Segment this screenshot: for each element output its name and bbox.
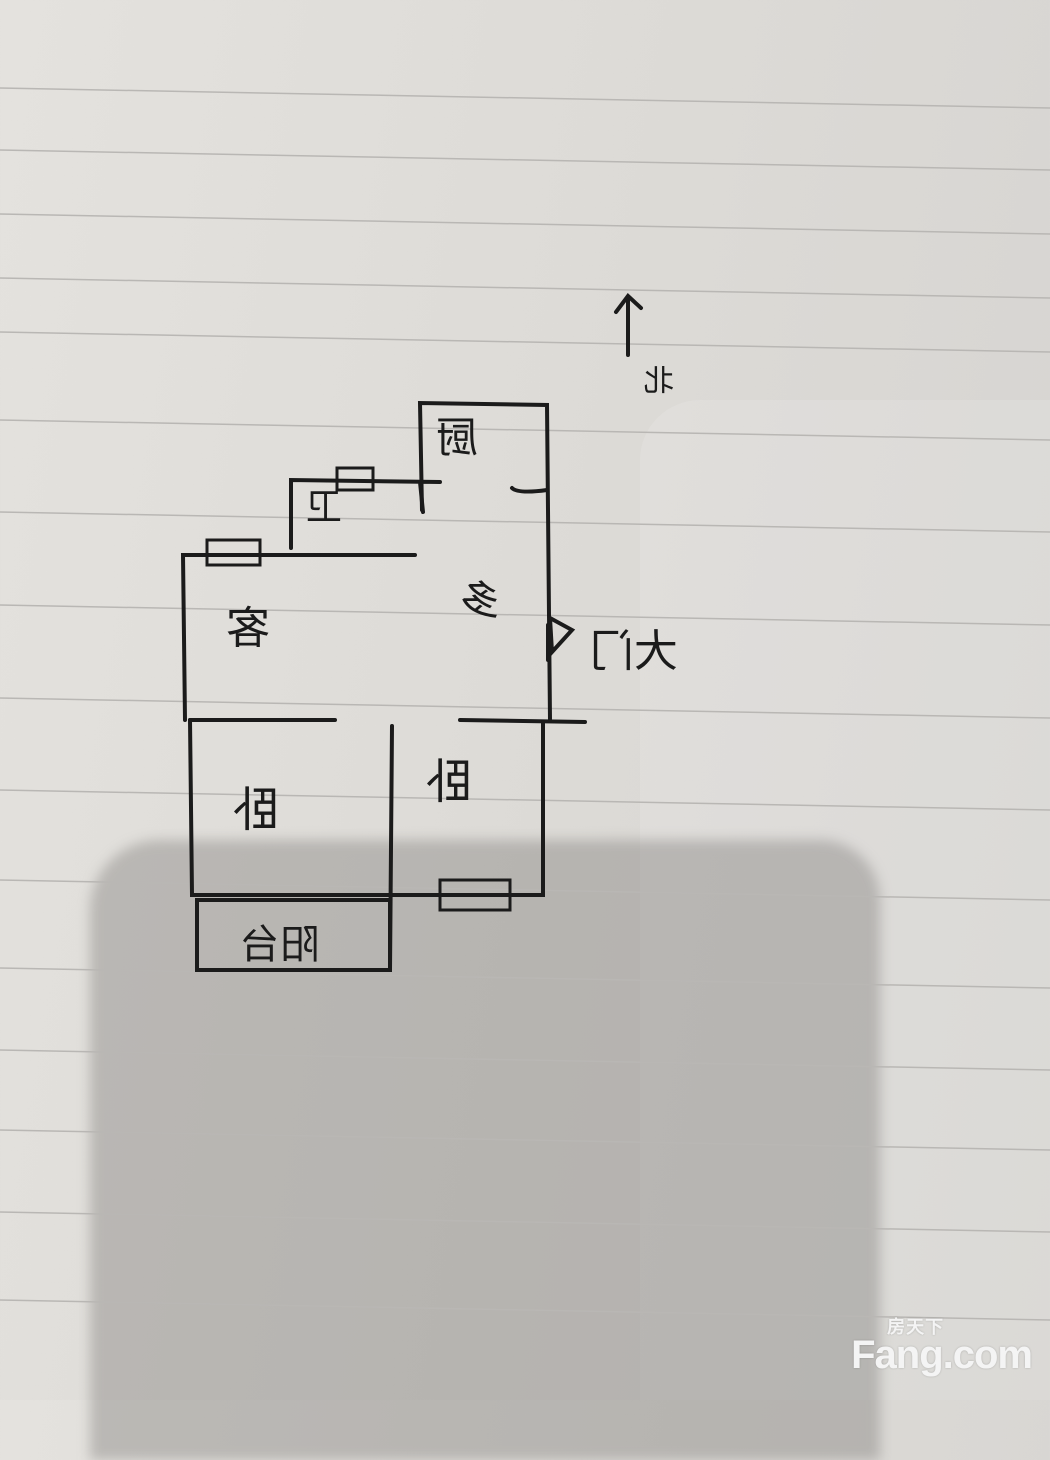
middle-wall [188, 718, 587, 724]
room-label-bedroom-right: 卧 [425, 754, 474, 810]
bathroom-window [335, 466, 375, 492]
watermark-cn: 房天下 [887, 1317, 945, 1337]
room-label-bathroom: 卫 [306, 487, 343, 528]
watermark-logo: 房天下 Fang.com [851, 1317, 1033, 1378]
living-window [205, 538, 262, 567]
room-label-dining: 多 [460, 578, 500, 624]
left-wall [188, 718, 545, 897]
light-patch [640, 400, 1050, 1400]
hand-shadow [90, 840, 880, 1460]
ruled-lines [0, 87, 1050, 1321]
north-arrow-icon [614, 293, 643, 357]
watermark-en: Fang.com [851, 1333, 1033, 1377]
entrance-label: 大门 [590, 626, 678, 677]
bedroom-window [438, 878, 512, 912]
door-symbol [546, 614, 576, 662]
room-label-living: 客 [226, 603, 270, 654]
room-label-kitchen: 厨 [436, 413, 479, 462]
kitchen-walls [417, 400, 552, 722]
compass-label: 北 [644, 364, 674, 399]
walls [180, 293, 643, 972]
balcony-walls [195, 898, 392, 972]
bathroom-walls [289, 477, 442, 550]
room-label-balcony: 阳台 [240, 922, 320, 968]
living-top-wall [180, 553, 417, 722]
room-label-bedroom-left: 卧 [232, 782, 281, 838]
kitchen-door [510, 486, 549, 494]
floor-plan-drawing [0, 87, 1050, 1321]
